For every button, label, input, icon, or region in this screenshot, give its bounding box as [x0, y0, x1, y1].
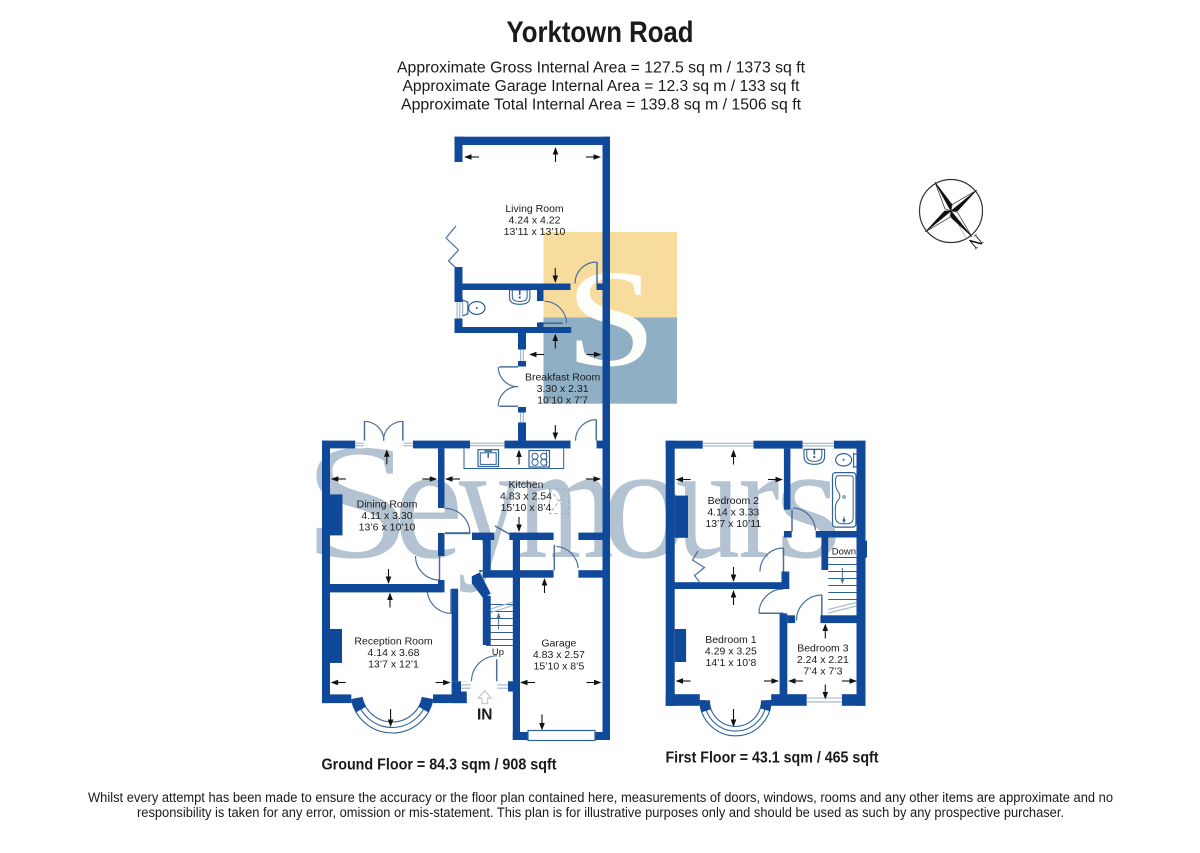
svg-text:13’7 x 12’1: 13’7 x 12’1 — [368, 658, 419, 670]
svg-text:S: S — [565, 242, 656, 396]
svg-text:7’4 x 7’3: 7’4 x 7’3 — [803, 665, 842, 677]
svg-text:Breakfast Room: Breakfast Room — [525, 372, 601, 384]
svg-text:3.30 x 2.31: 3.30 x 2.31 — [537, 383, 589, 395]
svg-text:15’10 x 8’4: 15’10 x 8’4 — [501, 502, 552, 514]
svg-text:13’6 x 10’10: 13’6 x 10’10 — [359, 522, 416, 534]
svg-text:Bedroom 2: Bedroom 2 — [708, 495, 760, 507]
svg-text:Bedroom 1: Bedroom 1 — [705, 634, 757, 646]
svg-text:13’11 x 13’10: 13’11 x 13’10 — [504, 226, 566, 238]
svg-text:Living Room: Living Room — [505, 203, 564, 215]
svg-text:Garage: Garage — [541, 638, 576, 650]
svg-text:Up: Up — [492, 647, 504, 658]
svg-text:Down: Down — [832, 547, 856, 558]
svg-text:4.29 x 3.25: 4.29 x 3.25 — [705, 645, 757, 657]
svg-text:13’7 x 10’11: 13’7 x 10’11 — [705, 518, 761, 530]
svg-text:4.11 x 3.30: 4.11 x 3.30 — [361, 510, 412, 522]
svg-text:Approximate Gross Internal Are: Approximate Gross Internal Area = 127.5 … — [397, 59, 806, 76]
svg-text:Kitchen: Kitchen — [508, 479, 543, 491]
svg-text:10’10 x 7’7: 10’10 x 7’7 — [537, 395, 588, 407]
svg-text:Approximate Garage Internal Ar: Approximate Garage Internal Area = 12.3 … — [403, 78, 801, 95]
svg-text:14’1 x 10’8: 14’1 x 10’8 — [706, 657, 757, 669]
svg-text:responsibility is taken for an: responsibility is taken for any error, o… — [137, 805, 1064, 820]
svg-text:Approximate Total Internal Are: Approximate Total Internal Area = 139.8 … — [401, 97, 802, 114]
svg-text:r: r — [738, 410, 779, 593]
svg-text:4.14 x 3.68: 4.14 x 3.68 — [368, 647, 420, 659]
svg-text:15’10 x 8’5: 15’10 x 8’5 — [534, 661, 585, 673]
svg-text:Ground Floor = 84.3 sqm / 908: Ground Floor = 84.3 sqm / 908 sqft — [322, 756, 557, 773]
svg-text:Reception Room: Reception Room — [354, 636, 432, 648]
svg-text:Yorktown Road: Yorktown Road — [507, 16, 694, 49]
svg-text:4.83 x 2.57: 4.83 x 2.57 — [533, 649, 585, 661]
svg-text:2.24 x 2.21: 2.24 x 2.21 — [797, 654, 849, 666]
svg-text:First Floor = 43.1 sqm / 465 s: First Floor = 43.1 sqm / 465 sqft — [666, 749, 879, 766]
svg-text:4.83 x 2.54: 4.83 x 2.54 — [500, 490, 552, 502]
svg-text:4.24 x 4.22: 4.24 x 4.22 — [509, 214, 561, 226]
svg-text:Whilst every attempt has been: Whilst every attempt has been made to en… — [88, 790, 1113, 805]
svg-text:Bedroom 3: Bedroom 3 — [797, 643, 849, 655]
svg-text:4.14 x 3.33: 4.14 x 3.33 — [707, 506, 759, 518]
svg-text:IN: IN — [477, 707, 493, 724]
svg-text:Dining Room: Dining Room — [357, 499, 418, 511]
svg-text:m: m — [517, 410, 613, 593]
